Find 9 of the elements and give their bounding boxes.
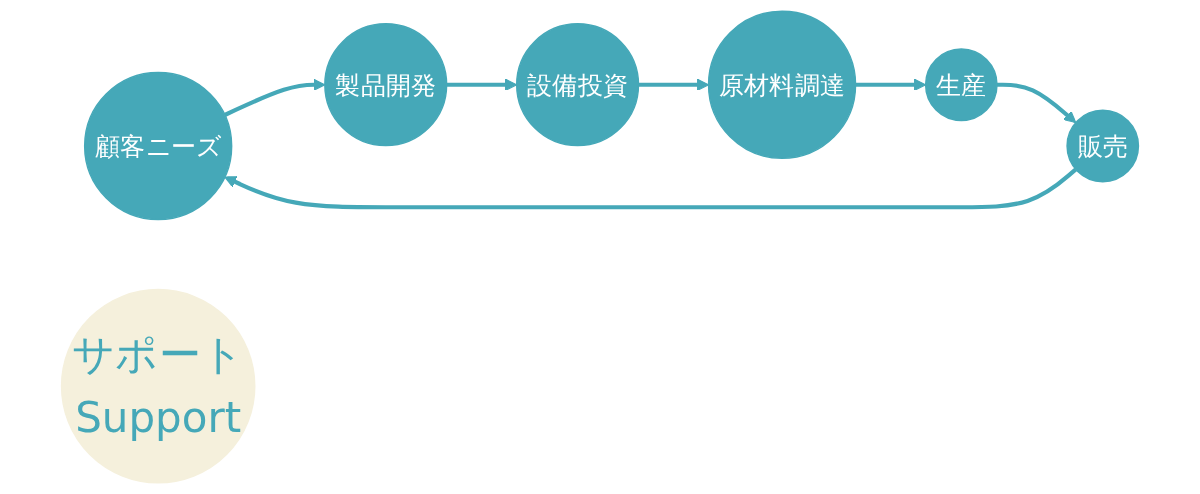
node-circle: 生産 — [924, 48, 998, 122]
node-circle: 顧客ニーズ — [83, 71, 233, 221]
node-circle: 販売 — [1066, 109, 1140, 183]
node-circle: 製品開発 — [324, 23, 448, 147]
node-circle: 設備投資 — [515, 23, 640, 147]
node-circle: サポート Support — [60, 288, 256, 484]
arrow — [224, 167, 1078, 210]
node-circle: 原材料調達 — [707, 10, 857, 159]
arrow — [997, 82, 1077, 124]
